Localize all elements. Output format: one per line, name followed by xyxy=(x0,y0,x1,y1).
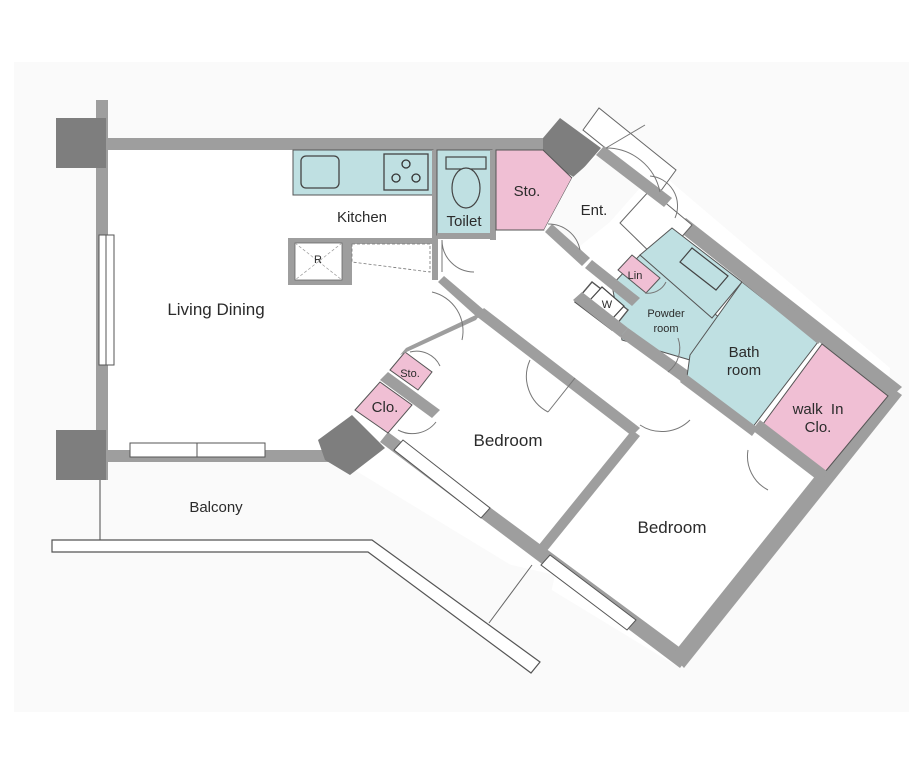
bedroom1-door-swing xyxy=(525,359,549,413)
entrance-door-swing-2 xyxy=(649,175,679,219)
label-powder-room-1: Powder xyxy=(647,308,685,320)
balcony-divider-1 xyxy=(488,564,533,624)
label-bedroom-1: Bedroom xyxy=(474,431,543,450)
label-linen: Lin xyxy=(628,270,643,282)
label-walk-in-closet-2: Clo. xyxy=(805,419,832,436)
column-center xyxy=(318,415,385,475)
wall-powder-left xyxy=(573,292,628,337)
wall-toilet-right xyxy=(490,150,496,240)
label-bedroom-2: Bedroom xyxy=(638,518,707,537)
label-entrance: Ent. xyxy=(581,202,608,219)
wall-bedroom1-top xyxy=(400,312,482,355)
window-bedroom1 xyxy=(393,439,491,519)
entrance-door-1 xyxy=(605,124,646,149)
storage-door-swing xyxy=(547,223,581,251)
toilet-tank xyxy=(445,156,487,170)
linen-door-swing xyxy=(644,281,667,294)
wall-toilet-bottom xyxy=(437,233,496,239)
stove-burner-2 xyxy=(391,173,401,183)
wall-entrance-1 xyxy=(596,146,672,207)
wall-bedroom1-right xyxy=(476,308,640,436)
kitchen-sink-icon xyxy=(300,155,340,189)
bedroom1-door xyxy=(547,377,576,413)
label-living-dining: Living Dining xyxy=(167,300,264,319)
wall-bath-right xyxy=(742,274,826,344)
bedroom2-door-swing xyxy=(639,419,691,433)
living-door-swing xyxy=(431,291,464,341)
wall-entrance-right xyxy=(585,260,640,306)
label-storage-entrance: Sto. xyxy=(514,183,541,200)
kitchen-counter-low xyxy=(351,243,431,273)
storage-small xyxy=(389,351,433,391)
label-powder-room-2: room xyxy=(653,323,678,335)
label-closet: Clo. xyxy=(372,399,399,416)
wall-entrance-2 xyxy=(545,224,590,266)
wall-bath-bottom xyxy=(680,374,758,436)
label-bath-room-2: room xyxy=(727,362,761,379)
closet-door-swing xyxy=(397,421,437,435)
wall-top xyxy=(96,138,560,150)
label-washer: W xyxy=(602,299,613,311)
label-balcony: Balcony xyxy=(189,499,243,516)
wall-wic-left xyxy=(752,420,828,482)
storage-small-door-swing xyxy=(409,350,441,367)
powder-room-basin-icon xyxy=(679,247,729,291)
label-kitchen: Kitchen xyxy=(337,209,387,226)
balcony-railing xyxy=(51,539,541,674)
window-bedroom2 xyxy=(540,554,637,631)
label-storage-small: Sto. xyxy=(400,368,420,380)
entrance-door-swing-1 xyxy=(605,147,661,193)
wall-kitchen-right xyxy=(432,150,438,280)
wall-bedrooms-divider xyxy=(538,430,640,552)
entrance-floor xyxy=(544,148,640,250)
toilet-bowl-icon xyxy=(451,167,481,209)
label-toilet: Toilet xyxy=(446,213,482,230)
column-bottom-left xyxy=(56,430,106,480)
stove-burner-1 xyxy=(401,159,411,169)
column-top-left xyxy=(56,118,106,168)
refrigerator-mark: R xyxy=(314,254,322,266)
column-top-right xyxy=(543,118,601,178)
label-walk-in-closet-1: walk In xyxy=(792,401,844,418)
label-bath-room-1: Bath xyxy=(729,344,760,361)
linen-closet xyxy=(617,254,661,294)
balcony-floor xyxy=(100,470,555,665)
powder-door-swing xyxy=(667,337,681,373)
wic-door-swing xyxy=(747,449,769,491)
wall-closet xyxy=(380,372,440,418)
wall-right xyxy=(672,385,902,668)
refrigerator-space xyxy=(294,242,343,281)
closet xyxy=(354,381,413,434)
stove-burner-3 xyxy=(411,173,421,183)
wall-corridor xyxy=(438,276,484,318)
